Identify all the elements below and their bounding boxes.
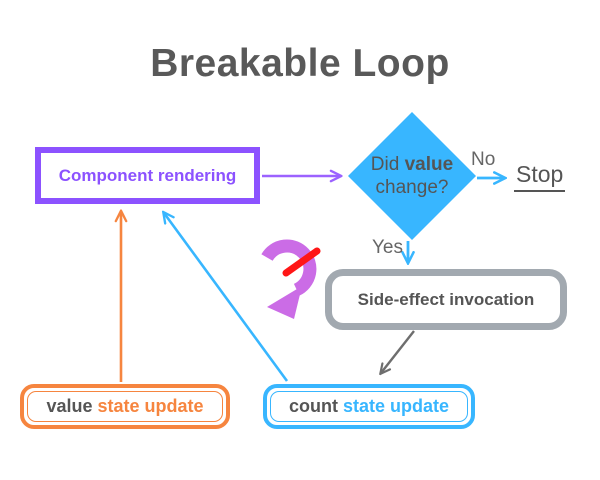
node-count-state-update: count state update [263,384,475,429]
node-side-effect-invocation: Side-effect invocation [325,269,567,330]
count-keyword: count [288,396,338,416]
edge-label-yes: Yes [372,237,403,258]
decision-line2: change? [375,177,449,198]
count-rest: state update [342,396,450,416]
page-title: Breakable Loop [150,42,450,85]
stop-terminal: Stop [514,161,566,192]
node-value-state-update: value state update [20,384,230,429]
decision-keyword: value [404,154,454,175]
node-component-rendering: Component rendering [35,147,260,204]
edge-label-no: No [471,149,496,170]
value-keyword: value [46,396,93,416]
decision-label: Did value change? [370,154,454,198]
broken-loop-icon [261,239,321,319]
side-effect-label: Side-effect invocation [357,289,535,309]
arrow-side-effect-to-count-update [381,330,415,373]
break-slash [282,247,321,277]
component-rendering-label: Component rendering [58,165,237,185]
value-rest: state update [97,396,204,416]
arrow-count-update-to-component [164,213,289,382]
decision-diamond [348,112,476,240]
